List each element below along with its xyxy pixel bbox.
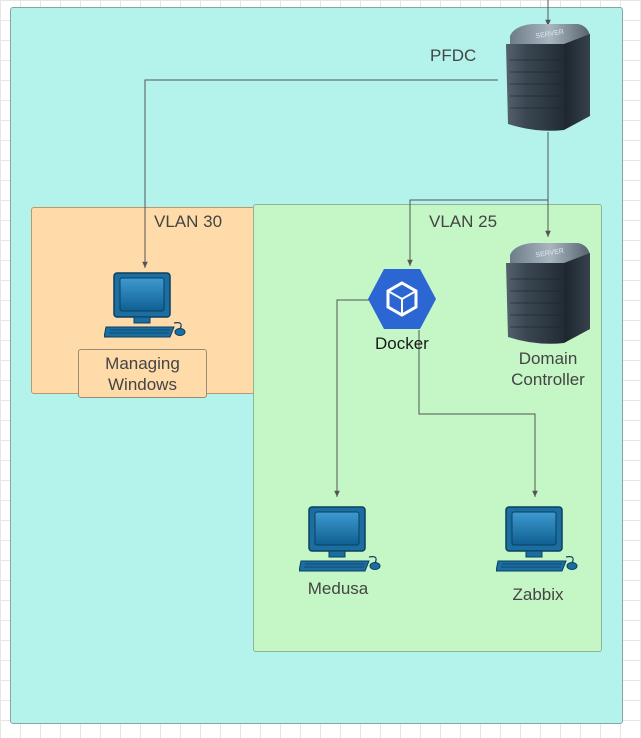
dc-label-line2: Controller <box>511 370 585 389</box>
docker-icon[interactable] <box>367 268 437 330</box>
computer-icon[interactable] <box>299 505 383 573</box>
docker-to-zabbix-connector <box>418 330 538 497</box>
managing-windows-label: Managing Windows <box>78 349 207 398</box>
pfdc-to-managing-connector <box>142 79 498 268</box>
zabbix-label: Zabbix <box>512 585 564 604</box>
computer-icon[interactable] <box>496 505 580 573</box>
pfdc-label: PFDC <box>430 46 477 65</box>
computer-icon[interactable] <box>104 271 188 339</box>
pfdc-to-docker-connector <box>407 199 548 266</box>
managing-label-line2: Windows <box>108 374 177 394</box>
server-icon[interactable]: SERVER <box>502 20 592 134</box>
dc-label-line1: Domain <box>518 349 578 368</box>
managing-label-line1: Managing <box>105 353 180 373</box>
server-badge: SERVER <box>535 248 564 259</box>
vlan25-label: VLAN 25 <box>429 212 498 231</box>
medusa-label: Medusa <box>307 579 369 598</box>
domain-controller-label: Domain Controller <box>511 348 585 390</box>
docker-label: Docker <box>375 334 429 353</box>
vlan30-label: VLAN 30 <box>154 212 223 231</box>
docker-to-medusa-connector <box>334 299 372 497</box>
server-badge: SERVER <box>535 29 564 40</box>
server-icon[interactable]: SERVER <box>502 239 592 347</box>
